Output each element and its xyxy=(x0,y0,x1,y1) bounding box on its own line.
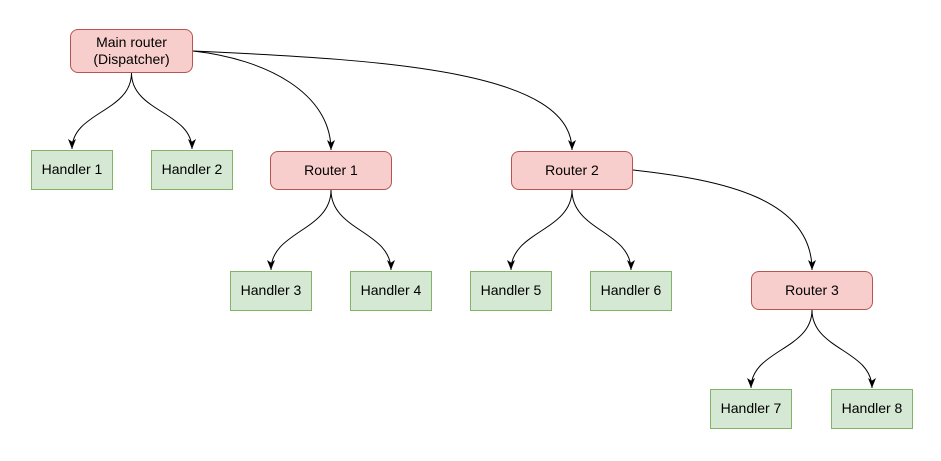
node-handler-1: Handler 1 xyxy=(31,150,113,190)
node-router-3: Router 3 xyxy=(751,271,873,310)
edge-router-1-to-handler-4 xyxy=(330,189,395,271)
edge-router-2-to-handler-6 xyxy=(571,189,635,271)
edge-router-3-to-handler-8 xyxy=(811,309,876,389)
node-router-1: Router 1 xyxy=(270,151,392,190)
edge-router-2-to-handler-5 xyxy=(507,189,573,271)
edge-router-2-to-router-3 xyxy=(632,169,816,271)
edge-router-1-to-handler-3 xyxy=(267,189,332,271)
edge-main-router-to-handler-2 xyxy=(131,72,196,150)
edge-router-3-to-handler-7 xyxy=(747,309,813,389)
node-handler-5: Handler 5 xyxy=(470,271,552,311)
node-handler-4: Handler 4 xyxy=(350,271,432,311)
node-main-router: Main router (Dispatcher) xyxy=(70,29,193,73)
edge-main-router-to-handler-1 xyxy=(68,72,132,150)
edge-main-router-to-router-1 xyxy=(192,50,335,151)
edge-main-router-to-router-2 xyxy=(192,50,576,151)
node-handler-7: Handler 7 xyxy=(710,389,792,429)
node-handler-2: Handler 2 xyxy=(151,150,233,190)
node-router-2: Router 2 xyxy=(511,151,633,190)
node-handler-6: Handler 6 xyxy=(590,271,672,311)
node-handler-3: Handler 3 xyxy=(230,271,312,311)
node-handler-8: Handler 8 xyxy=(831,389,913,429)
